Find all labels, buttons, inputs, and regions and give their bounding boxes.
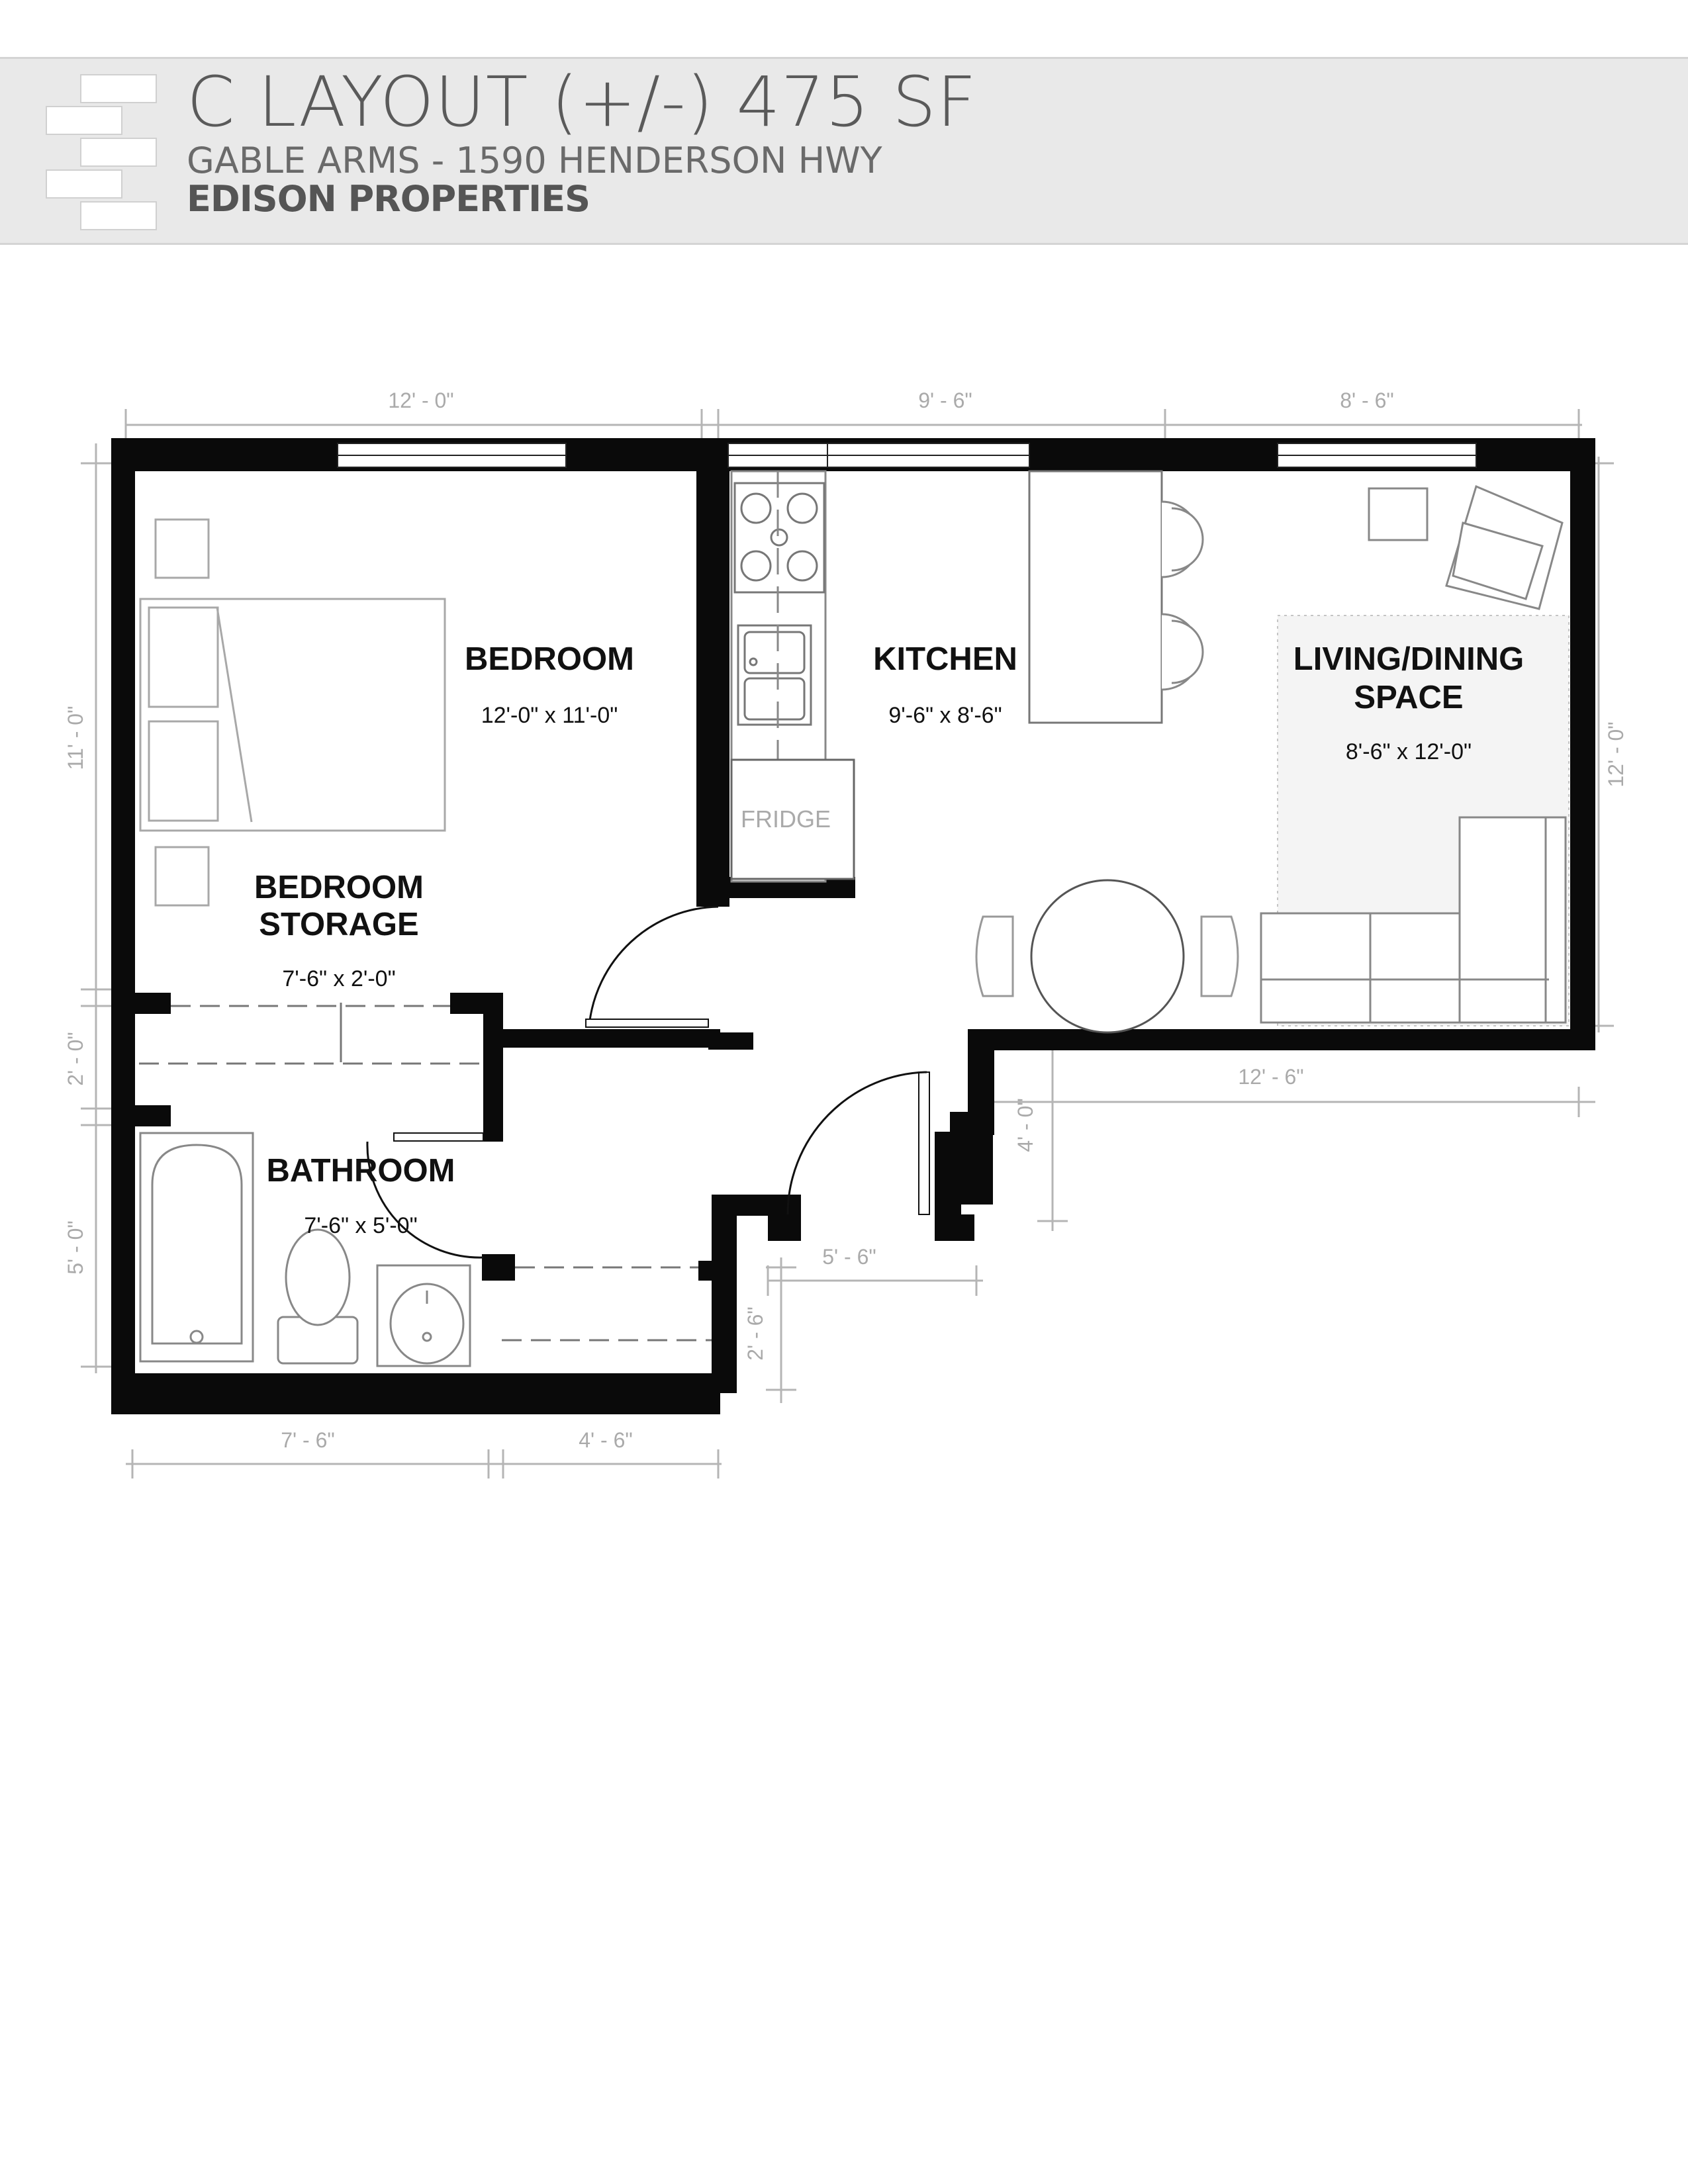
dim-bottom-closet: 4' - 6" [579,1428,633,1452]
bedroom-door [585,905,719,1028]
living-size: 8'-6" x 12'-0" [1346,739,1472,764]
side-table [1368,487,1429,541]
brick-logo-icon [46,74,157,230]
dim-left-storage: 2' - 0" [64,1032,87,1086]
dim-left-bathroom: 5' - 0" [64,1220,87,1275]
company-name: EDISON PROPERTIES [187,178,590,220]
property-address: GABLE ARMS - 1590 HENDERSON HWY [187,140,882,181]
nightstand-bottom [154,846,210,907]
dim-bottom-bathroom: 7' - 6" [281,1428,335,1452]
armchair [1445,484,1564,610]
nightstand-top [154,518,210,579]
bathroom-label: BATHROOM [267,1153,455,1189]
storage-size: 7'-6" x 2'-0" [282,966,395,991]
dining-table [975,879,1239,1034]
bed [139,598,446,832]
page-title: C LAYOUT (+/-) 475 SF [187,62,977,142]
dim-top-kitchen: 9' - 6" [918,388,972,412]
bedroom-size: 12'-0" x 11'-0" [481,703,618,728]
kitchen-sink [737,624,812,726]
dim-right-living: 12' - 0" [1604,721,1628,787]
bathroom-door [366,1132,484,1259]
kitchen-size: 9'-6" x 8'-6" [888,703,1002,728]
fridge [730,758,855,880]
living-label-line1: LIVING/DINING [1293,641,1524,677]
kitchen-island [1028,470,1163,724]
storage-closet-doors [139,1003,483,1065]
stove [733,482,825,594]
entry-door [786,1071,930,1215]
sink [376,1264,471,1367]
dim-entry-depth: 4' - 0" [1013,1098,1037,1152]
dim-top-living: 8' - 6" [1340,388,1394,412]
header-banner: C LAYOUT (+/-) 475 SF GABLE ARMS - 1590 … [0,57,1688,245]
sofa [1260,816,1567,1024]
bathroom-size: 7'-6" x 5'-0" [304,1213,417,1238]
storage-label-line2: STORAGE [259,907,418,942]
dim-entry-width: 5' - 6" [822,1245,876,1269]
dim-top-bedroom: 12' - 0" [388,388,453,412]
living-label-line2: SPACE [1354,680,1463,715]
dimension-lines [81,409,1614,1479]
dim-hall-closet-depth: 2' - 6" [743,1306,767,1361]
hall-closet-doors [502,1266,712,1342]
fridge-label: FRIDGE [741,805,831,833]
bedroom-label: BEDROOM [465,641,634,677]
dim-left-bedroom: 11' - 0" [64,706,87,770]
bar-stools [1161,500,1204,691]
dim-bottom-living: 12' - 6" [1238,1065,1303,1089]
toilet [277,1228,359,1365]
kitchen-label: KITCHEN [873,641,1017,677]
storage-label-line1: BEDROOM [254,870,424,905]
bathtub [139,1132,254,1363]
